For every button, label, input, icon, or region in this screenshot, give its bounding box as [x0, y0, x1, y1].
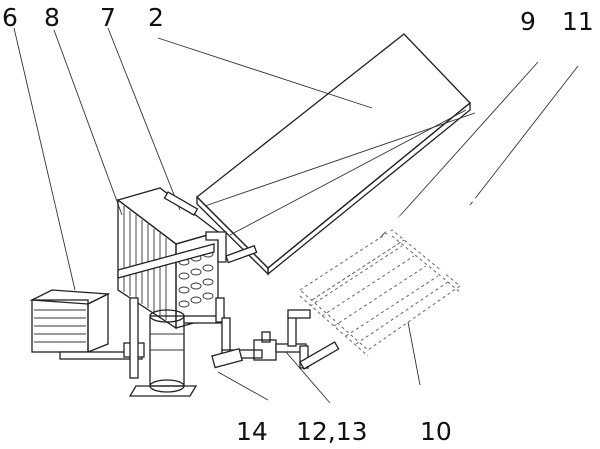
label-2: 2 [148, 3, 164, 32]
evaporator-part-6 [29, 289, 111, 353]
label-11: 11 [562, 7, 594, 36]
label-14: 14 [236, 417, 268, 446]
exchanger-part-10 [299, 229, 461, 357]
label-7: 7 [100, 3, 116, 32]
label-9: 9 [520, 7, 536, 36]
label-10: 10 [420, 417, 452, 446]
leader-lines [13, 27, 579, 404]
label-6: 6 [2, 3, 18, 32]
reference-labels: 6 8 7 2 9 11 14 12,13 10 [2, 3, 594, 446]
valve-assembly-part-12-13 [211, 309, 340, 370]
loop-tube-part-9-11 [384, 193, 486, 277]
panel-part-2 [196, 33, 476, 276]
compressor-part-7 [128, 297, 225, 397]
label-8: 8 [44, 3, 60, 32]
housing-part-8 [116, 187, 258, 330]
label-12-13: 12,13 [296, 417, 368, 446]
